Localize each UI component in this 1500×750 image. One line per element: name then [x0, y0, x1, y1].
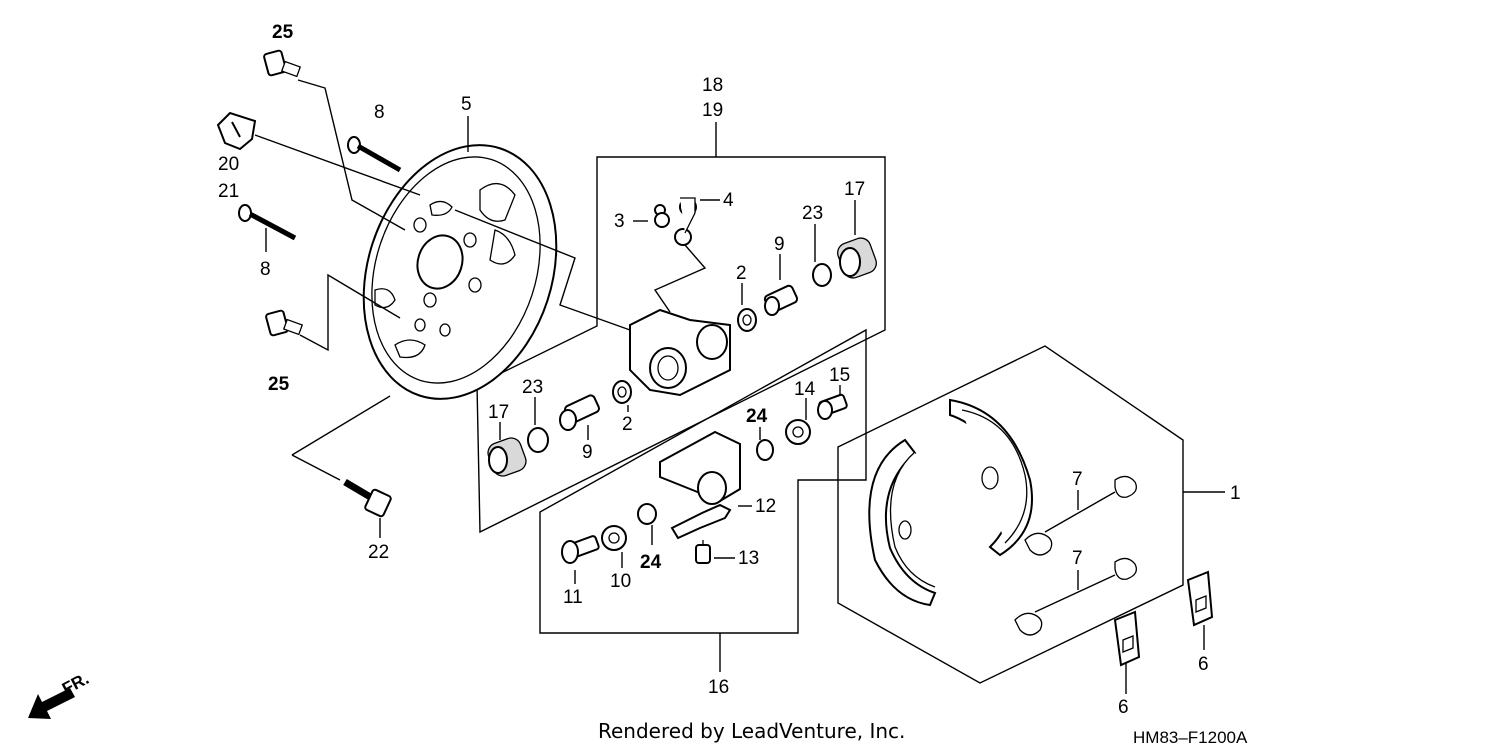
label-10: 10	[610, 571, 631, 592]
label-25-top: 25	[272, 22, 294, 43]
label-14: 14	[794, 379, 816, 400]
label-6-right: 6	[1198, 654, 1209, 675]
shoe-clip-right	[1186, 570, 1214, 627]
label-5: 5	[461, 94, 472, 115]
return-spring-bottom	[1014, 557, 1138, 636]
piston-cup-left	[612, 380, 632, 404]
brake-shoe-right	[949, 398, 1033, 557]
mounting-bolt	[343, 478, 392, 518]
washer-lower	[637, 503, 657, 525]
adjusting-nut	[785, 419, 811, 445]
label-22: 22	[368, 542, 389, 563]
label-21: 21	[218, 181, 239, 202]
rendered-by-credit: Rendered by LeadVenture, Inc.	[598, 719, 905, 743]
snap-ring-top	[812, 263, 832, 287]
brake-backing-plate	[362, 144, 558, 400]
label-18: 18	[702, 75, 723, 96]
adjuster-lever	[670, 503, 732, 540]
dust-boot-top	[837, 237, 877, 279]
adjuster-nipple	[695, 540, 711, 564]
brake-shoe-left	[868, 438, 937, 607]
label-7-bottom: 7	[1072, 548, 1083, 569]
label-19: 19	[702, 100, 723, 121]
adjuster-body	[659, 430, 741, 505]
bleeder-cap	[674, 197, 697, 246]
label-1: 1	[1230, 483, 1241, 504]
diagram-code: HM83–F1200A	[1133, 728, 1248, 747]
piston-cup-top	[737, 308, 757, 332]
flange-bolt-bottom	[265, 309, 304, 337]
piston-top	[763, 284, 799, 316]
adjuster-group-outline	[539, 328, 867, 634]
label-17-left: 17	[488, 402, 509, 423]
washer-right	[756, 439, 774, 461]
bleeder-screw	[654, 204, 670, 228]
wheel-cylinder	[629, 308, 731, 397]
front-arrow-icon	[28, 688, 75, 719]
label-2-top: 2	[736, 263, 747, 284]
shoe-clip-left	[1113, 610, 1141, 667]
piston-left	[559, 394, 600, 431]
star-wheel	[601, 525, 627, 551]
adjusting-bolt	[817, 393, 848, 420]
label-9-top: 9	[774, 234, 785, 255]
shoe-hold-pin-bottom	[238, 204, 297, 241]
return-spring-top	[1024, 475, 1138, 556]
adjuster-screw	[561, 535, 600, 564]
wheel-cylinder-group-outline	[476, 156, 886, 534]
label-3: 3	[614, 211, 625, 232]
label-12: 12	[755, 496, 776, 517]
label-9-left: 9	[582, 442, 593, 463]
label-24-right: 24	[746, 406, 768, 427]
dust-boot-left	[487, 437, 527, 477]
label-2-left: 2	[622, 414, 633, 435]
leader-lines	[254, 79, 1225, 694]
label-11: 11	[563, 587, 583, 608]
label-4: 4	[723, 190, 734, 211]
label-6-left: 6	[1118, 697, 1129, 718]
label-23-left: 23	[522, 377, 543, 398]
label-8-top: 8	[374, 102, 385, 123]
snap-ring-left	[527, 427, 549, 453]
label-20: 20	[218, 154, 239, 175]
label-16: 16	[708, 677, 729, 698]
shoe-set-group-outline	[837, 345, 1184, 684]
label-13: 13	[738, 548, 759, 569]
label-24-lower: 24	[640, 552, 662, 573]
label-8-bottom: 8	[260, 259, 271, 280]
flange-bolt-top	[263, 49, 302, 78]
label-17-top: 17	[844, 179, 865, 200]
front-direction-indicator: FR.	[28, 669, 92, 719]
shoe-hold-pin-clip	[216, 111, 257, 151]
label-15: 15	[829, 365, 850, 386]
label-23-top: 23	[802, 203, 823, 224]
label-25-bottom: 25	[268, 374, 290, 395]
shoe-hold-pin-top	[347, 136, 402, 173]
label-7-top: 7	[1072, 469, 1083, 490]
